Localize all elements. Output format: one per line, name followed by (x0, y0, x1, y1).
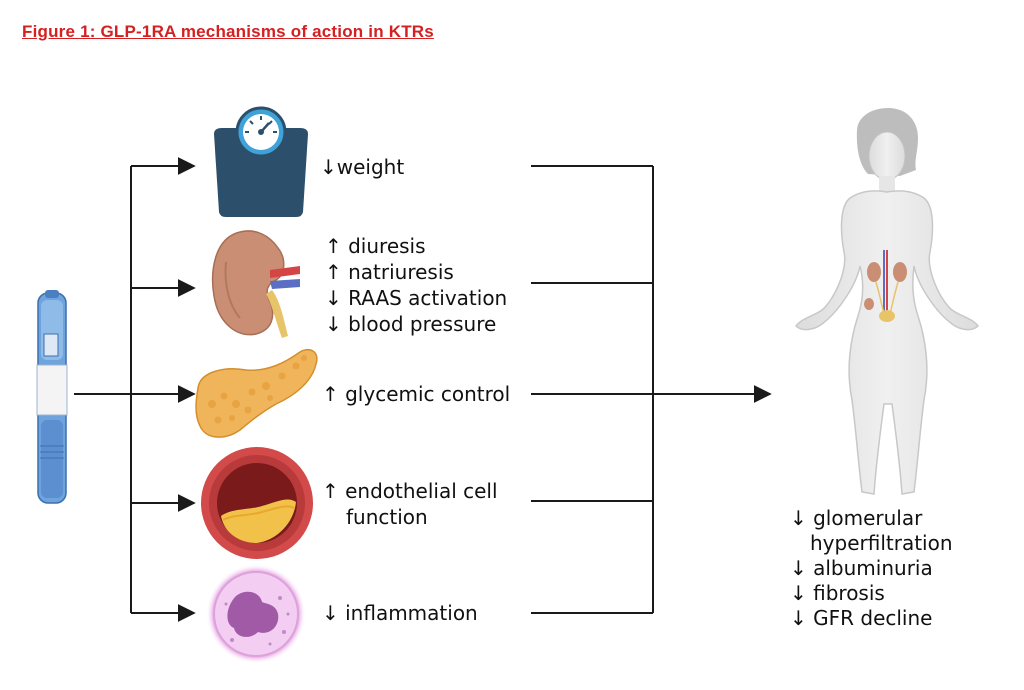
mechanism-text: ↑ natriuresis (325, 260, 454, 284)
outcomes-list: ↓ glomerular hyperfiltration ↓ albuminur… (790, 506, 953, 631)
endothelial-label-group: ↑ endothelial cell function (322, 478, 498, 530)
pancreas-icon (195, 348, 318, 438)
mechanism-text: ↓ RAAS activation (325, 286, 508, 310)
kidney-icon (211, 230, 300, 338)
mechanism-text: ↓weight (320, 155, 405, 179)
right-connectors (531, 165, 772, 614)
outcome-item: ↓ GFR decline (790, 606, 933, 630)
mechanism-text: ↑ glycemic control (322, 382, 511, 406)
mechanism-text: ↑ endothelial cell (322, 479, 498, 503)
glp1ra-pen-icon (36, 290, 68, 504)
outcome-item: ↓ fibrosis (790, 581, 885, 605)
mechanism-text: ↑ diuresis (325, 234, 426, 258)
weight-label-group: ↓weight (320, 154, 404, 180)
renal-label-group: ↑ diuresis ↑ natriuresis ↓ RAAS activati… (325, 233, 507, 337)
mechanism-text: ↓ blood pressure (325, 312, 497, 336)
figure-title: Figure 1: GLP-1RA mechanisms of action i… (22, 22, 434, 41)
mechanism-text: function (346, 505, 428, 529)
outcome-item: ↓ albuminuria (790, 556, 933, 580)
outcome-item: ↓ glomerular (790, 506, 923, 530)
mechanism-text: ↓ inflammation (322, 601, 478, 625)
human-body-icon (795, 108, 979, 495)
glycemic-label-group: ↑ glycemic control (322, 381, 510, 407)
immune-cell-icon (206, 564, 306, 664)
inflammation-label-group: ↓ inflammation (322, 600, 478, 626)
blood-vessel-icon (201, 447, 313, 559)
left-connectors (74, 157, 196, 622)
outcome-item: hyperfiltration (810, 531, 953, 555)
scale-icon (214, 106, 308, 217)
